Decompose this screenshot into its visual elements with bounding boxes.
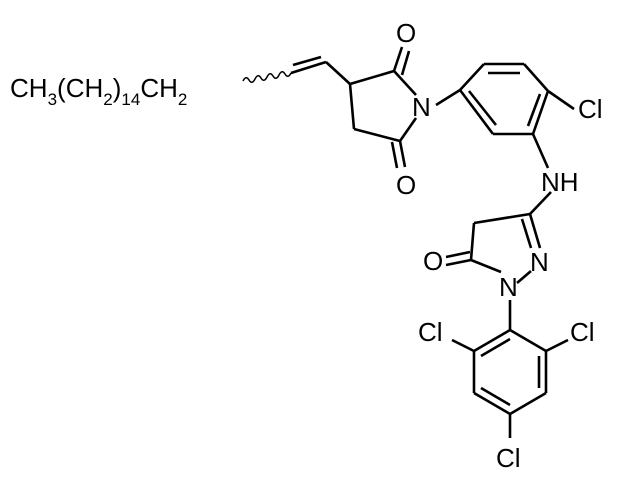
aryl-cl-bond <box>547 89 575 111</box>
imide-ring-bond <box>398 117 418 142</box>
cl-right-bond <box>545 338 569 353</box>
oxygen-bottom-label: O <box>396 170 416 200</box>
imide-ring-bond <box>348 83 356 130</box>
trichloro-ring-bond <box>473 328 511 353</box>
pyrazole-ring-bond <box>516 270 532 284</box>
chain-paren-close: ) <box>113 73 122 103</box>
alkyl-chain-label: CH3(CH2)14CH2 <box>10 73 187 109</box>
nh-pyrazole-bond <box>529 191 552 215</box>
pyrazole-ring-bond <box>470 258 502 274</box>
vinyl-bond <box>290 60 327 75</box>
chain-sub-2b: 2 <box>178 90 187 109</box>
carbonyl-top-bond-inner <box>400 50 411 76</box>
chain-sub-2a: 2 <box>103 90 112 109</box>
chain-paren-open: (CH <box>57 73 103 103</box>
trichloro-ring-bond <box>473 391 511 416</box>
pyrazole-ring-bond <box>469 222 476 261</box>
pyrazolone-carbonyl-bond <box>445 258 472 267</box>
carbonyl-bottom-bond <box>398 140 407 168</box>
n-aryl-bond <box>435 88 461 107</box>
chain-sub-14: 14 <box>121 90 140 109</box>
imide-ring-bond <box>353 127 401 143</box>
imide-ring-bond <box>349 69 395 86</box>
trichloro-ring-inner-bond <box>480 337 511 358</box>
oxygen-top-label: O <box>396 18 416 48</box>
aryl-ring-inner-bond <box>526 93 542 127</box>
nitrogen-pyrazole-1-label: N <box>499 272 518 302</box>
vinyl-bond-inner <box>292 55 322 67</box>
nitrogen-pyrazole-2-label: N <box>530 247 549 277</box>
aryl-ring-bond <box>459 63 485 91</box>
carbonyl-top-bond <box>392 46 404 72</box>
pyrazole-ring-bond <box>473 212 531 225</box>
chain-ch2: CH <box>140 73 178 103</box>
carbonyl-bottom-bond-inner <box>390 141 399 169</box>
cl-left-bond <box>451 338 475 353</box>
aryl-nh-bond <box>531 133 550 169</box>
nitrogen-imide-label: N <box>412 92 431 122</box>
oxygen-pyrazolone-label: O <box>423 246 443 276</box>
vinyl-to-ring-bond <box>325 61 351 85</box>
amine-nh-label: NH <box>541 167 579 197</box>
chain-ch3: CH <box>10 73 48 103</box>
imide-ring-bond <box>393 70 417 96</box>
aryl-ring-bond <box>458 89 495 135</box>
chlorine-left-label: Cl <box>418 317 443 347</box>
pyrazolone-carbonyl-bond-inner <box>445 250 471 259</box>
trichloro-ring-bond <box>509 328 547 353</box>
wavy-bond <box>242 71 292 83</box>
chlorine-aryl-label: Cl <box>578 94 603 124</box>
trichloro-ring-bond <box>509 391 547 416</box>
pyrazole-ring-bond <box>528 213 542 249</box>
aryl-ring-bond <box>523 63 549 92</box>
aryl-ring-bond <box>531 90 550 135</box>
trichloro-ring-inner-bond <box>480 386 511 407</box>
chain-sub-3: 3 <box>48 90 57 109</box>
chlorine-bottom-label: Cl <box>496 443 521 473</box>
pyrazole-ring-inner-bond <box>520 218 533 249</box>
aryl-ring-inner-bond <box>467 90 498 126</box>
chlorine-right-label: Cl <box>570 317 595 347</box>
